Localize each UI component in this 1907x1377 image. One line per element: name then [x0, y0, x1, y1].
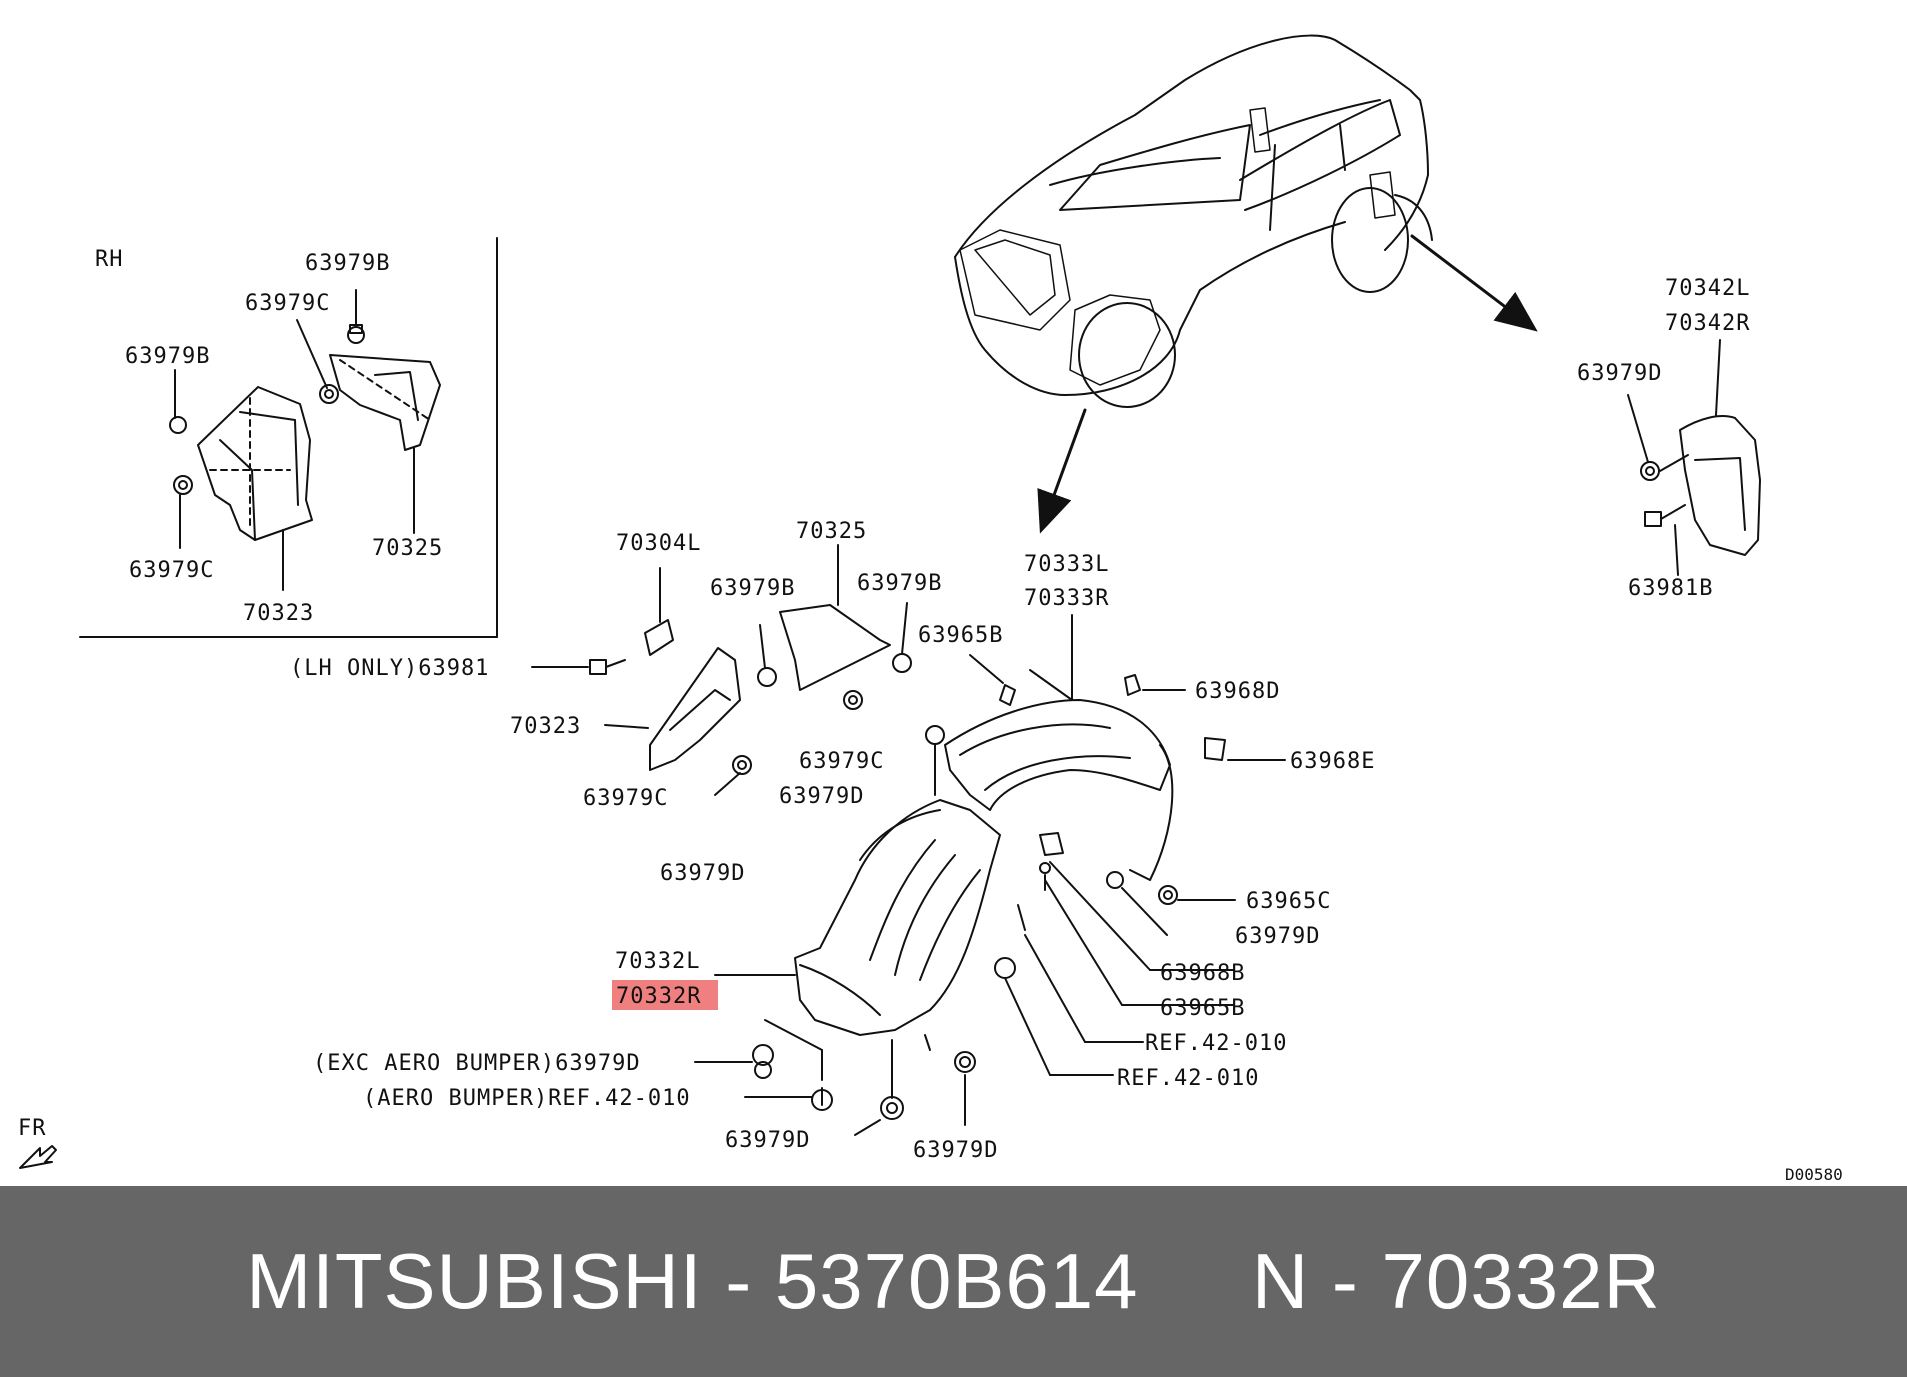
- label-inset-63979b-left: 63979B: [125, 344, 210, 369]
- label-63979c-2: 63979C: [583, 786, 668, 811]
- bolt-63981: [531, 659, 626, 675]
- arrow-rear-well: [1410, 234, 1538, 332]
- label-63981b: 63981B: [1628, 576, 1713, 601]
- label-63979d-left: 63979D: [660, 861, 745, 886]
- inset-part-70323: [197, 386, 313, 541]
- inset-labels: RH 63979B 63979C 63979B 63979C 70323 703…: [95, 247, 443, 626]
- label-70333r: 70333R: [1024, 586, 1109, 611]
- label-63968e: 63968E: [1290, 749, 1375, 774]
- diagram-code: D00580: [1785, 1165, 1843, 1184]
- label-70323: 70323: [510, 714, 581, 739]
- main-clips-upper: [714, 602, 1286, 796]
- label-70304l: 70304L: [616, 531, 701, 556]
- label-63979d-bottom-left: 63979D: [725, 1128, 810, 1153]
- label-63979d-bottom-right: 63979D: [913, 1138, 998, 1163]
- part-70304L: [644, 567, 674, 656]
- label-rear-63979d: 63979D: [1577, 361, 1662, 386]
- car-illustration: [954, 34, 1433, 408]
- label-63965b-bottom: 63965B: [1160, 996, 1245, 1021]
- part-70325: [779, 544, 891, 691]
- rear-labels: 70342L 70342R 63979D 63981B: [1577, 276, 1750, 601]
- arrow-front-well: [1037, 408, 1087, 534]
- label-ref-42-010-2: REF.42-010: [1117, 1066, 1259, 1091]
- label-70342r: 70342R: [1665, 311, 1750, 336]
- part-70323: [604, 647, 741, 771]
- label-inset-63979b-top: 63979B: [305, 251, 390, 276]
- diagram-svg: RH 63979B 63979C 63979B 63979C 70323 703…: [18, 34, 1843, 1184]
- label-lh-only-63981: (LH ONLY)63981: [290, 656, 489, 681]
- label-ref-42-010-1: REF.42-010: [1145, 1031, 1287, 1056]
- label-inset-70323: 70323: [243, 601, 314, 626]
- parts-diagram: RH 63979B 63979C 63979B 63979C 70323 703…: [18, 34, 1843, 1184]
- main-labels: 70304L 70325 63979B 63979B 63965B 70333L…: [290, 519, 1375, 1163]
- main-clips-right: [925, 725, 1236, 1076]
- highlight-box: [612, 980, 718, 1010]
- part-70333: [944, 614, 1174, 881]
- label-63968b: 63968B: [1160, 961, 1245, 986]
- footer-part-number: MITSUBISHI - 5370B614 N - 70332R: [246, 1237, 1661, 1325]
- main-clips-bottom: [694, 1019, 976, 1136]
- label-70333l: 70333L: [1024, 552, 1109, 577]
- label-63979d-top: 63979D: [779, 784, 864, 809]
- label-63965c: 63965C: [1246, 889, 1331, 914]
- inset-fasteners: [169, 289, 415, 591]
- rh-inset-frame: [79, 237, 498, 638]
- label-inset-63979c-bottom: 63979C: [129, 558, 214, 583]
- label-inset-63979c-top: 63979C: [245, 291, 330, 316]
- label-inset-70325: 70325: [372, 536, 443, 561]
- label-70342l: 70342L: [1665, 276, 1750, 301]
- part-70332: [714, 799, 1001, 1036]
- part-70342: [1627, 339, 1761, 576]
- label-63979b-1: 63979B: [710, 576, 795, 601]
- label-63979b-2: 63979B: [857, 571, 942, 596]
- label-63979c-1: 63979C: [799, 749, 884, 774]
- label-70332l: 70332L: [615, 949, 700, 974]
- label-exc-aero-bumper: (EXC AERO BUMPER)63979D: [313, 1051, 641, 1076]
- footer-bar: MITSUBISHI - 5370B614 N - 70332R: [0, 1186, 1907, 1377]
- label-63979d-right: 63979D: [1235, 924, 1320, 949]
- label-70325: 70325: [796, 519, 867, 544]
- fr-label: FR: [18, 1116, 47, 1141]
- label-63965b-top: 63965B: [918, 623, 1003, 648]
- inset-part-70325: [329, 354, 441, 451]
- label-aero-bumper: (AERO BUMPER)REF.42-010: [363, 1086, 691, 1111]
- inset-title: RH: [95, 247, 124, 272]
- fr-arrow-icon: [19, 1145, 57, 1169]
- label-63968d: 63968D: [1195, 679, 1280, 704]
- label-70332r: 70332R: [616, 984, 701, 1009]
